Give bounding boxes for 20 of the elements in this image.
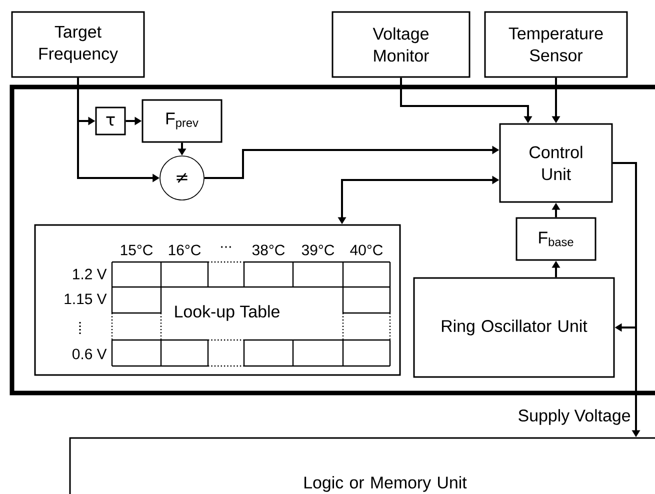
column-header: 38°C xyxy=(252,244,285,256)
column-header: 39°C xyxy=(302,244,334,256)
sensor-box: Temperature Sensor xyxy=(484,11,628,78)
row-header: 0.6 V xyxy=(72,348,107,360)
monitor-box: Voltage Monitor xyxy=(332,11,470,78)
chip-frame xyxy=(10,84,655,396)
process-box: Ring Oscillator Unit xyxy=(413,277,615,378)
column-header: 40°C xyxy=(350,244,383,256)
column-header: 16°C xyxy=(168,244,201,256)
column-header: 15°C xyxy=(120,244,153,256)
register-box: F$_{prev}$ xyxy=(142,99,222,143)
process-box: Control Unit xyxy=(499,123,613,203)
process-box: Logic or Memory Unit xyxy=(69,437,655,494)
column-header: ... xyxy=(221,246,231,248)
edge-label: Supply Voltage xyxy=(518,409,630,425)
delay-box: τ xyxy=(95,106,126,136)
row-header: 1.15 V xyxy=(64,294,107,304)
register-box: F$_{base}$ xyxy=(516,217,596,261)
row-header: 1.2 V xyxy=(73,268,107,280)
input-box: Target Frequency xyxy=(11,11,145,78)
